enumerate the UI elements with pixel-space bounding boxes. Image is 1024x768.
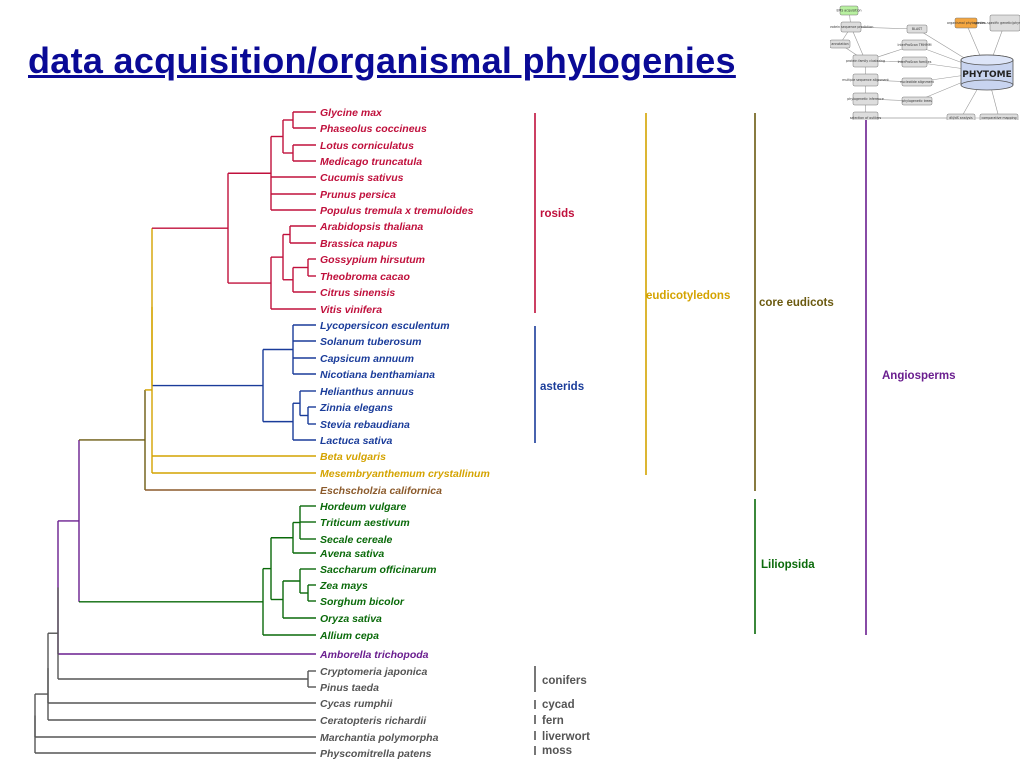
clade-brackets: rosids asterids eudicotyledons core eudicot… xyxy=(534,113,956,757)
species-label: Nicotiana benthamiana xyxy=(320,369,435,381)
svg-text:protein sequence prediction: protein sequence prediction xyxy=(830,25,873,29)
core-eudicots-label: core eudicots xyxy=(759,297,834,309)
angiosperms-label: Angiosperms xyxy=(882,370,956,382)
species-label: Amborella trichopoda xyxy=(319,649,429,661)
species-label: Allium cepa xyxy=(319,630,379,642)
svg-text:selection of outliers: selection of outliers xyxy=(850,116,882,120)
species-label: Hordeum vulgare xyxy=(320,501,407,513)
svg-text:phylogenetic inference: phylogenetic inference xyxy=(847,97,884,101)
workflow-node: comparative mapping xyxy=(979,113,1019,120)
species-label: Physcomitrella patens xyxy=(320,748,432,760)
svg-text:multiple sequence alignment: multiple sequence alignment xyxy=(842,78,889,82)
page-title: data acquisition/organismal phylogenies xyxy=(28,40,736,81)
species-label: Marchantia polymorpha xyxy=(320,732,439,744)
species-label: Eschscholzia californica xyxy=(320,485,442,497)
species-label: Ceratopteris richardii xyxy=(320,715,427,727)
species-label: Vitis vinifera xyxy=(320,304,382,316)
workflow-node: EMS acquisition xyxy=(836,5,862,16)
moss-label: moss xyxy=(542,745,572,757)
workflow-node: selection of outliers xyxy=(850,111,882,120)
species-label: Cucumis sativus xyxy=(320,172,404,184)
rosids-label: rosids xyxy=(540,208,575,220)
svg-text:EMS acquisition: EMS acquisition xyxy=(836,9,861,13)
species-label: Triticum aestivum xyxy=(320,517,410,529)
svg-text:BLAST: BLAST xyxy=(912,27,922,31)
species-label: Pinus taeda xyxy=(320,682,379,694)
species-label: Lycopersicon esculentum xyxy=(320,320,450,332)
workflow-node: protein sequence prediction xyxy=(830,21,873,33)
species-label: Prunus persica xyxy=(320,189,396,201)
phytome-label: PHYTOME xyxy=(962,70,1012,80)
workflow-thumbnail: EMS acquisition protein sequence predicti… xyxy=(830,5,1020,120)
species-label: Brassica napus xyxy=(320,238,398,250)
liliopsida-label: Liliopsida xyxy=(761,559,815,571)
species-label: Phaseolus coccineus xyxy=(320,123,427,135)
fern-label: fern xyxy=(542,715,564,727)
workflow-edge xyxy=(850,26,918,30)
workflow-nodes: EMS acquisition protein sequence predicti… xyxy=(830,5,1020,120)
tree-branches xyxy=(34,111,316,754)
workflow-node: dN/dS analysis xyxy=(946,113,976,120)
eudicotyledons-label: eudicotyledons xyxy=(646,290,730,302)
workflow-node: InterProScan TMHMM xyxy=(898,39,932,51)
cycad-label: cycad xyxy=(542,699,575,711)
species-label: Zea mays xyxy=(319,580,368,592)
svg-text:species-specific genetic/physi: species-specific genetic/physical maps xyxy=(974,21,1020,25)
species-label: Medicago truncatula xyxy=(320,156,422,168)
svg-text:InterProScan TMHMM: InterProScan TMHMM xyxy=(898,43,932,47)
species-label: Avena sativa xyxy=(319,548,384,560)
workflow-node: multiple sequence alignment xyxy=(842,73,889,87)
liverwort-label: liverwort xyxy=(542,731,590,743)
workflow-node: nucleotide alignment xyxy=(900,77,935,87)
asterids-label: asterids xyxy=(540,381,584,393)
workflow-node: annotation xyxy=(830,39,851,49)
conifers-label: conifers xyxy=(542,675,587,687)
species-label: Saccharum officinarum xyxy=(320,564,437,576)
species-label: Populus tremula x tremuloides xyxy=(320,205,474,217)
species-label: Lotus corniculatus xyxy=(320,140,414,152)
svg-text:protein family clustering: protein family clustering xyxy=(846,59,885,63)
phytome-database-icon: PHYTOME xyxy=(960,54,1014,91)
species-label: Glycine max xyxy=(320,107,383,119)
species-label: Capsicum annuum xyxy=(320,353,414,365)
species-label: Solanum tuberosum xyxy=(320,336,422,348)
workflow-node: organismal phylogenies xyxy=(947,17,985,29)
workflow-node: InterProScan families xyxy=(898,56,932,68)
workflow-node: phylogenetic inference xyxy=(847,92,884,106)
species-label: Beta vulgaris xyxy=(320,451,386,463)
species-label: Gossypium hirsutum xyxy=(320,254,425,266)
species-label: Zinnia elegans xyxy=(319,402,393,414)
species-label: Arabidopsis thaliana xyxy=(319,221,423,233)
workflow-node: phylogenetic trees xyxy=(901,96,933,106)
species-label: Cryptomeria japonica xyxy=(320,666,428,678)
workflow-node: protein family clustering xyxy=(846,54,885,68)
svg-text:annotation: annotation xyxy=(831,42,848,46)
workflow-node: species-specific genetic/physical maps xyxy=(974,14,1020,32)
species-label: Theobroma cacao xyxy=(320,271,410,283)
species-label: Lactuca sativa xyxy=(320,435,393,447)
svg-text:comparative mapping: comparative mapping xyxy=(981,116,1016,120)
svg-text:nucleotide alignment: nucleotide alignment xyxy=(900,80,935,84)
species-label: Stevia rebaudiana xyxy=(320,419,410,431)
species-label: Secale cereale xyxy=(320,534,393,546)
svg-text:organismal phylogenies: organismal phylogenies xyxy=(947,21,985,25)
svg-text:dN/dS analysis: dN/dS analysis xyxy=(949,116,973,120)
svg-text:phylogenetic trees: phylogenetic trees xyxy=(902,99,932,103)
species-label: Citrus sinensis xyxy=(320,287,395,299)
species-label: Sorghum bicolor xyxy=(320,596,405,608)
species-label: Cycas rumphii xyxy=(320,698,393,710)
workflow-node: BLAST xyxy=(906,24,928,34)
species-label: Oryza sativa xyxy=(320,613,382,625)
species-label: Helianthus annuus xyxy=(320,386,414,398)
svg-text:InterProScan families: InterProScan families xyxy=(898,60,932,64)
species-label: Mesembryanthemum crystallinum xyxy=(320,468,490,480)
